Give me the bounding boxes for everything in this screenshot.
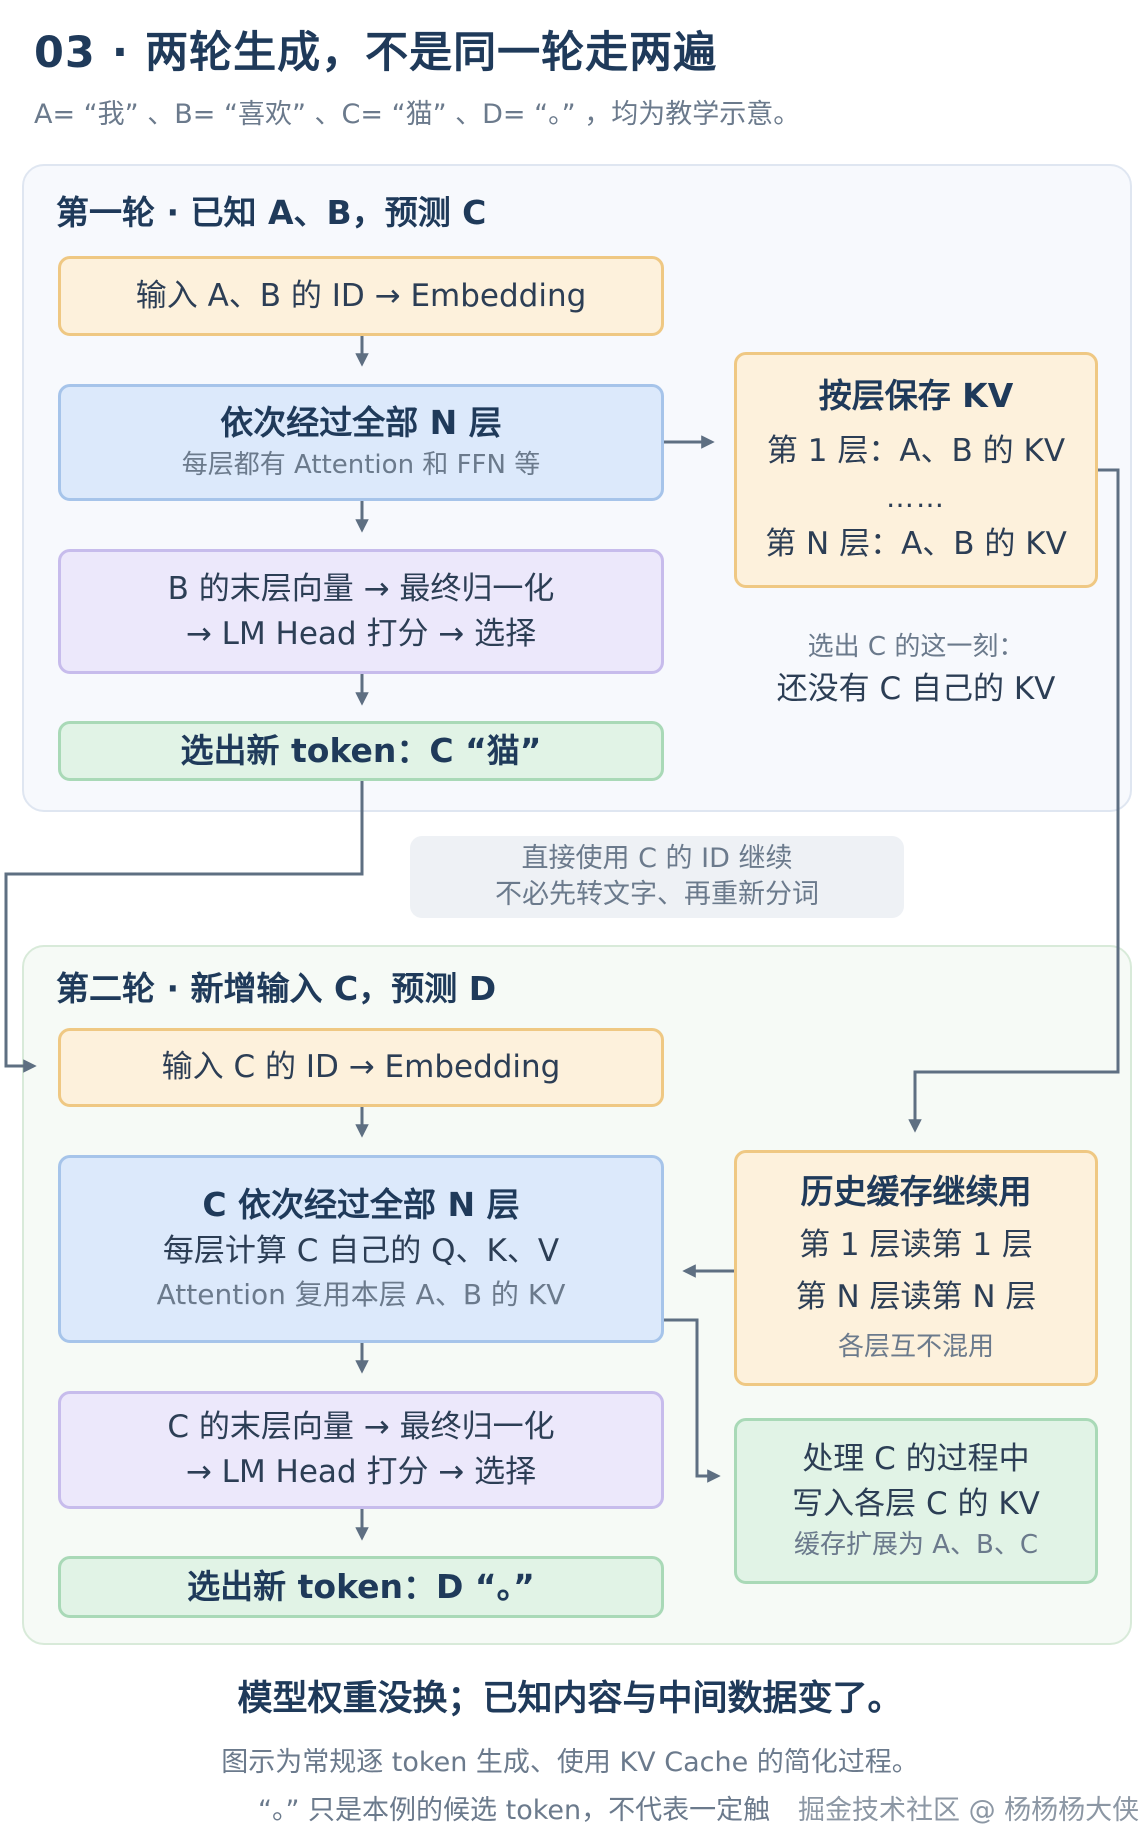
round2-input-box: 输入 C 的 ID → Embedding (58, 1028, 664, 1107)
kv-moment-note: 选出 C 的这一刻： 还没有 C 自己的 KV (734, 628, 1098, 712)
round2-layers-box: C 依次经过全部 N 层 每层计算 C 自己的 Q、K、V Attention … (58, 1155, 664, 1343)
round1-head-line2: → LM Head 打分 → 选择 (185, 615, 537, 652)
round1-output-label: 选出新 token：C “猫” (180, 730, 542, 770)
cache-reuse-box: 历史缓存继续用 第 1 层读第 1 层 第 N 层读第 N 层 各层互不混用 (734, 1150, 1098, 1386)
page-subtitle: A= “我” 、B= “喜欢” 、C= “猫” 、D= “。” ，均为教学示意。 (34, 99, 801, 130)
write-kv-line2: 写入各层 C 的 KV (792, 1485, 1040, 1522)
watermark: 掘金技术社区 @ 杨杨杨大侠 (798, 1795, 1140, 1826)
round2-layers-line2: 每层计算 C 自己的 Q、K、V (162, 1232, 560, 1269)
round1-title: 第一轮 · 已知 A、B，预测 C (56, 193, 487, 232)
round2-head-box: C 的末层向量 → 最终归一化 → LM Head 打分 → 选择 (58, 1391, 664, 1509)
kv-store-layerN: 第 N 层：A、B 的 KV (765, 526, 1067, 563)
round1-head-box: B 的末层向量 → 最终归一化 → LM Head 打分 → 选择 (58, 549, 664, 674)
reuse-id-note-line2: 不必先转文字、再重新分词 (495, 879, 819, 910)
round1-input-box: 输入 A、B 的 ID → Embedding (58, 256, 664, 336)
round2-output-label: 选出新 token：D “。” (187, 1566, 535, 1606)
round2-head-line1: C 的末层向量 → 最终归一化 (167, 1409, 555, 1446)
round1-layers-title: 依次经过全部 N 层 (220, 402, 502, 442)
kv-moment-note-line1: 选出 C 的这一刻： (807, 632, 1025, 662)
arrow-c-to-round2-input (4, 781, 364, 1073)
round2-output-box: 选出新 token：D “。” (58, 1556, 664, 1618)
cache-reuse-title: 历史缓存继续用 (800, 1171, 1032, 1211)
arrow-kv-to-cache (908, 468, 1120, 1133)
write-kv-line1: 处理 C 的过程中 (802, 1440, 1030, 1477)
footnote-line1: 图示为常规逐 token 生成、使用 KV Cache 的简化过程。 (221, 1747, 919, 1778)
cache-reuse-line2: 第 N 层读第 N 层 (795, 1279, 1037, 1316)
round1-head-line1: B 的末层向量 → 最终归一化 (167, 570, 555, 607)
arrow-layers-to-write (664, 1318, 721, 1483)
kv-store-box: 按层保存 KV 第 1 层：A、B 的 KV …… 第 N 层：A、B 的 KV (734, 352, 1098, 588)
cache-reuse-line3: 各层互不混用 (837, 1332, 994, 1363)
round2-layers-title: C 依次经过全部 N 层 (202, 1185, 520, 1225)
round2-head-line2: → LM Head 打分 → 选择 (185, 1454, 537, 1490)
conclusion-text: 模型权重没换；已知内容与中间数据变了。 (237, 1679, 903, 1719)
page-title: 03 · 两轮生成，不是同一轮走两遍 (34, 28, 718, 78)
write-kv-line3: 缓存扩展为 A、B、C (793, 1530, 1039, 1561)
round2-layers-line3: Attention 复用本层 A、B 的 KV (156, 1277, 566, 1311)
kv-store-layer1: 第 1 层：A、B 的 KV (766, 433, 1066, 470)
reuse-id-note-line1: 直接使用 C 的 ID 继续 (521, 842, 793, 874)
round2-title: 第二轮 · 新增输入 C，预测 D (56, 969, 497, 1008)
round1-layers-sub: 每层都有 Attention 和 FFN 等 (181, 450, 541, 481)
round1-layers-box: 依次经过全部 N 层 每层都有 Attention 和 FFN 等 (58, 384, 664, 501)
cache-reuse-line1: 第 1 层读第 1 层 (799, 1226, 1033, 1263)
kv-store-dots: …… (886, 481, 946, 515)
kv-store-title: 按层保存 KV (818, 375, 1014, 415)
round1-output-box: 选出新 token：C “猫” (58, 721, 664, 781)
reuse-id-note: 直接使用 C 的 ID 继续 不必先转文字、再重新分词 (410, 836, 904, 918)
footnote-line2: “。” 只是本例的候选 token，不代表一定触 (258, 1795, 771, 1826)
round2-input-label: 输入 C 的 ID → Embedding (161, 1049, 561, 1086)
round1-input-label: 输入 A、B 的 ID → Embedding (135, 277, 587, 314)
write-kv-box: 处理 C 的过程中 写入各层 C 的 KV 缓存扩展为 A、B、C (734, 1418, 1098, 1584)
kv-moment-note-line2: 还没有 C 自己的 KV (776, 671, 1056, 707)
